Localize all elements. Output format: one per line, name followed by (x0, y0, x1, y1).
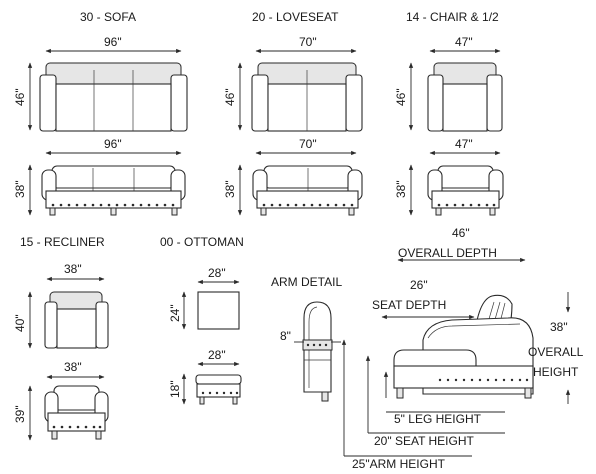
loveseat-title: 20 - LOVESEAT (252, 10, 339, 24)
seat-depth-value: 26" (410, 278, 428, 292)
loveseat-top-width-label: 70" (299, 35, 317, 49)
recliner-front-view (44, 385, 109, 440)
loveseat-top-view (251, 62, 363, 132)
chair-group: 14 - CHAIR & 1/2 47" 46" 47" 38" (394, 10, 504, 216)
overall-depth-value: 46" (452, 226, 470, 240)
sofa-title: 30 - SOFA (80, 10, 136, 24)
chair-front-view (427, 165, 504, 216)
chair-front-height-label: 38" (394, 180, 408, 198)
ottoman-front-height-label: 18" (168, 380, 182, 398)
arm-width-label: 8" (280, 329, 291, 343)
arm-detail-title: ARM DETAIL (271, 275, 342, 289)
side-profile-group: 46" OVERALL DEPTH 26" SEAT DEPTH 38" OVE… (341, 226, 584, 471)
sofa-front-width-label: 96" (104, 137, 122, 151)
seat-height-label: 20" SEAT HEIGHT (374, 434, 475, 448)
recliner-top-height-label: 40" (13, 314, 27, 332)
ottoman-title: 00 - OTTOMAN (160, 235, 244, 249)
ottoman-front-width-label: 28" (208, 348, 226, 362)
chair-title: 14 - CHAIR & 1/2 (406, 10, 499, 24)
ottoman-top-width-label: 28" (208, 266, 226, 280)
loveseat-group: 20 - LOVESEAT 70" 46" 70" 38" (223, 10, 363, 216)
overall-height-label-line2: HEIGHT (533, 365, 579, 379)
recliner-top-width-label: 38" (64, 262, 82, 276)
sofa-front-view (41, 165, 186, 216)
sofa-top-width-label: 96" (104, 35, 122, 49)
recliner-title: 15 - RECLINER (20, 235, 105, 249)
arm-detail-group: ARM DETAIL 8" (271, 275, 342, 402)
overall-depth-label: OVERALL DEPTH (398, 246, 497, 260)
loveseat-front-width-label: 70" (299, 137, 317, 151)
side-profile-drawing (393, 294, 534, 399)
ottoman-top-view (197, 291, 240, 330)
ottoman-front-view (195, 374, 242, 405)
loveseat-front-view (252, 165, 363, 216)
loveseat-top-height-label: 46" (223, 88, 237, 106)
chair-front-width-label: 47" (455, 137, 473, 151)
overall-height-value: 38" (550, 320, 568, 334)
recliner-top-view (44, 291, 109, 349)
sofa-group: 30 - SOFA 96" 46" 96" 38" (13, 10, 188, 216)
sofa-top-view (39, 62, 188, 132)
ottoman-top-height-label: 24" (168, 304, 182, 322)
sofa-front-height-label: 38" (13, 180, 27, 198)
leg-height-label: 5" LEG HEIGHT (394, 412, 482, 426)
chair-top-width-label: 47" (455, 35, 473, 49)
loveseat-front-height-label: 38" (223, 180, 237, 198)
recliner-front-width-label: 38" (64, 360, 82, 374)
recliner-front-height-label: 39" (13, 405, 27, 423)
arm-height-label: 25"ARM HEIGHT (352, 457, 446, 471)
chair-top-height-label: 46" (394, 88, 408, 106)
ottoman-group: 00 - OTTOMAN 28" 24" 28" 18" (160, 235, 244, 405)
seat-depth-label: SEAT DEPTH (372, 298, 446, 312)
arm-detail-drawing (302, 301, 333, 402)
overall-height-label-line1: OVERALL (528, 345, 584, 359)
recliner-group: 15 - RECLINER 38" 40" 38" 39" (13, 235, 109, 441)
chair-top-view (427, 62, 503, 132)
sofa-top-height-label: 46" (13, 88, 27, 106)
